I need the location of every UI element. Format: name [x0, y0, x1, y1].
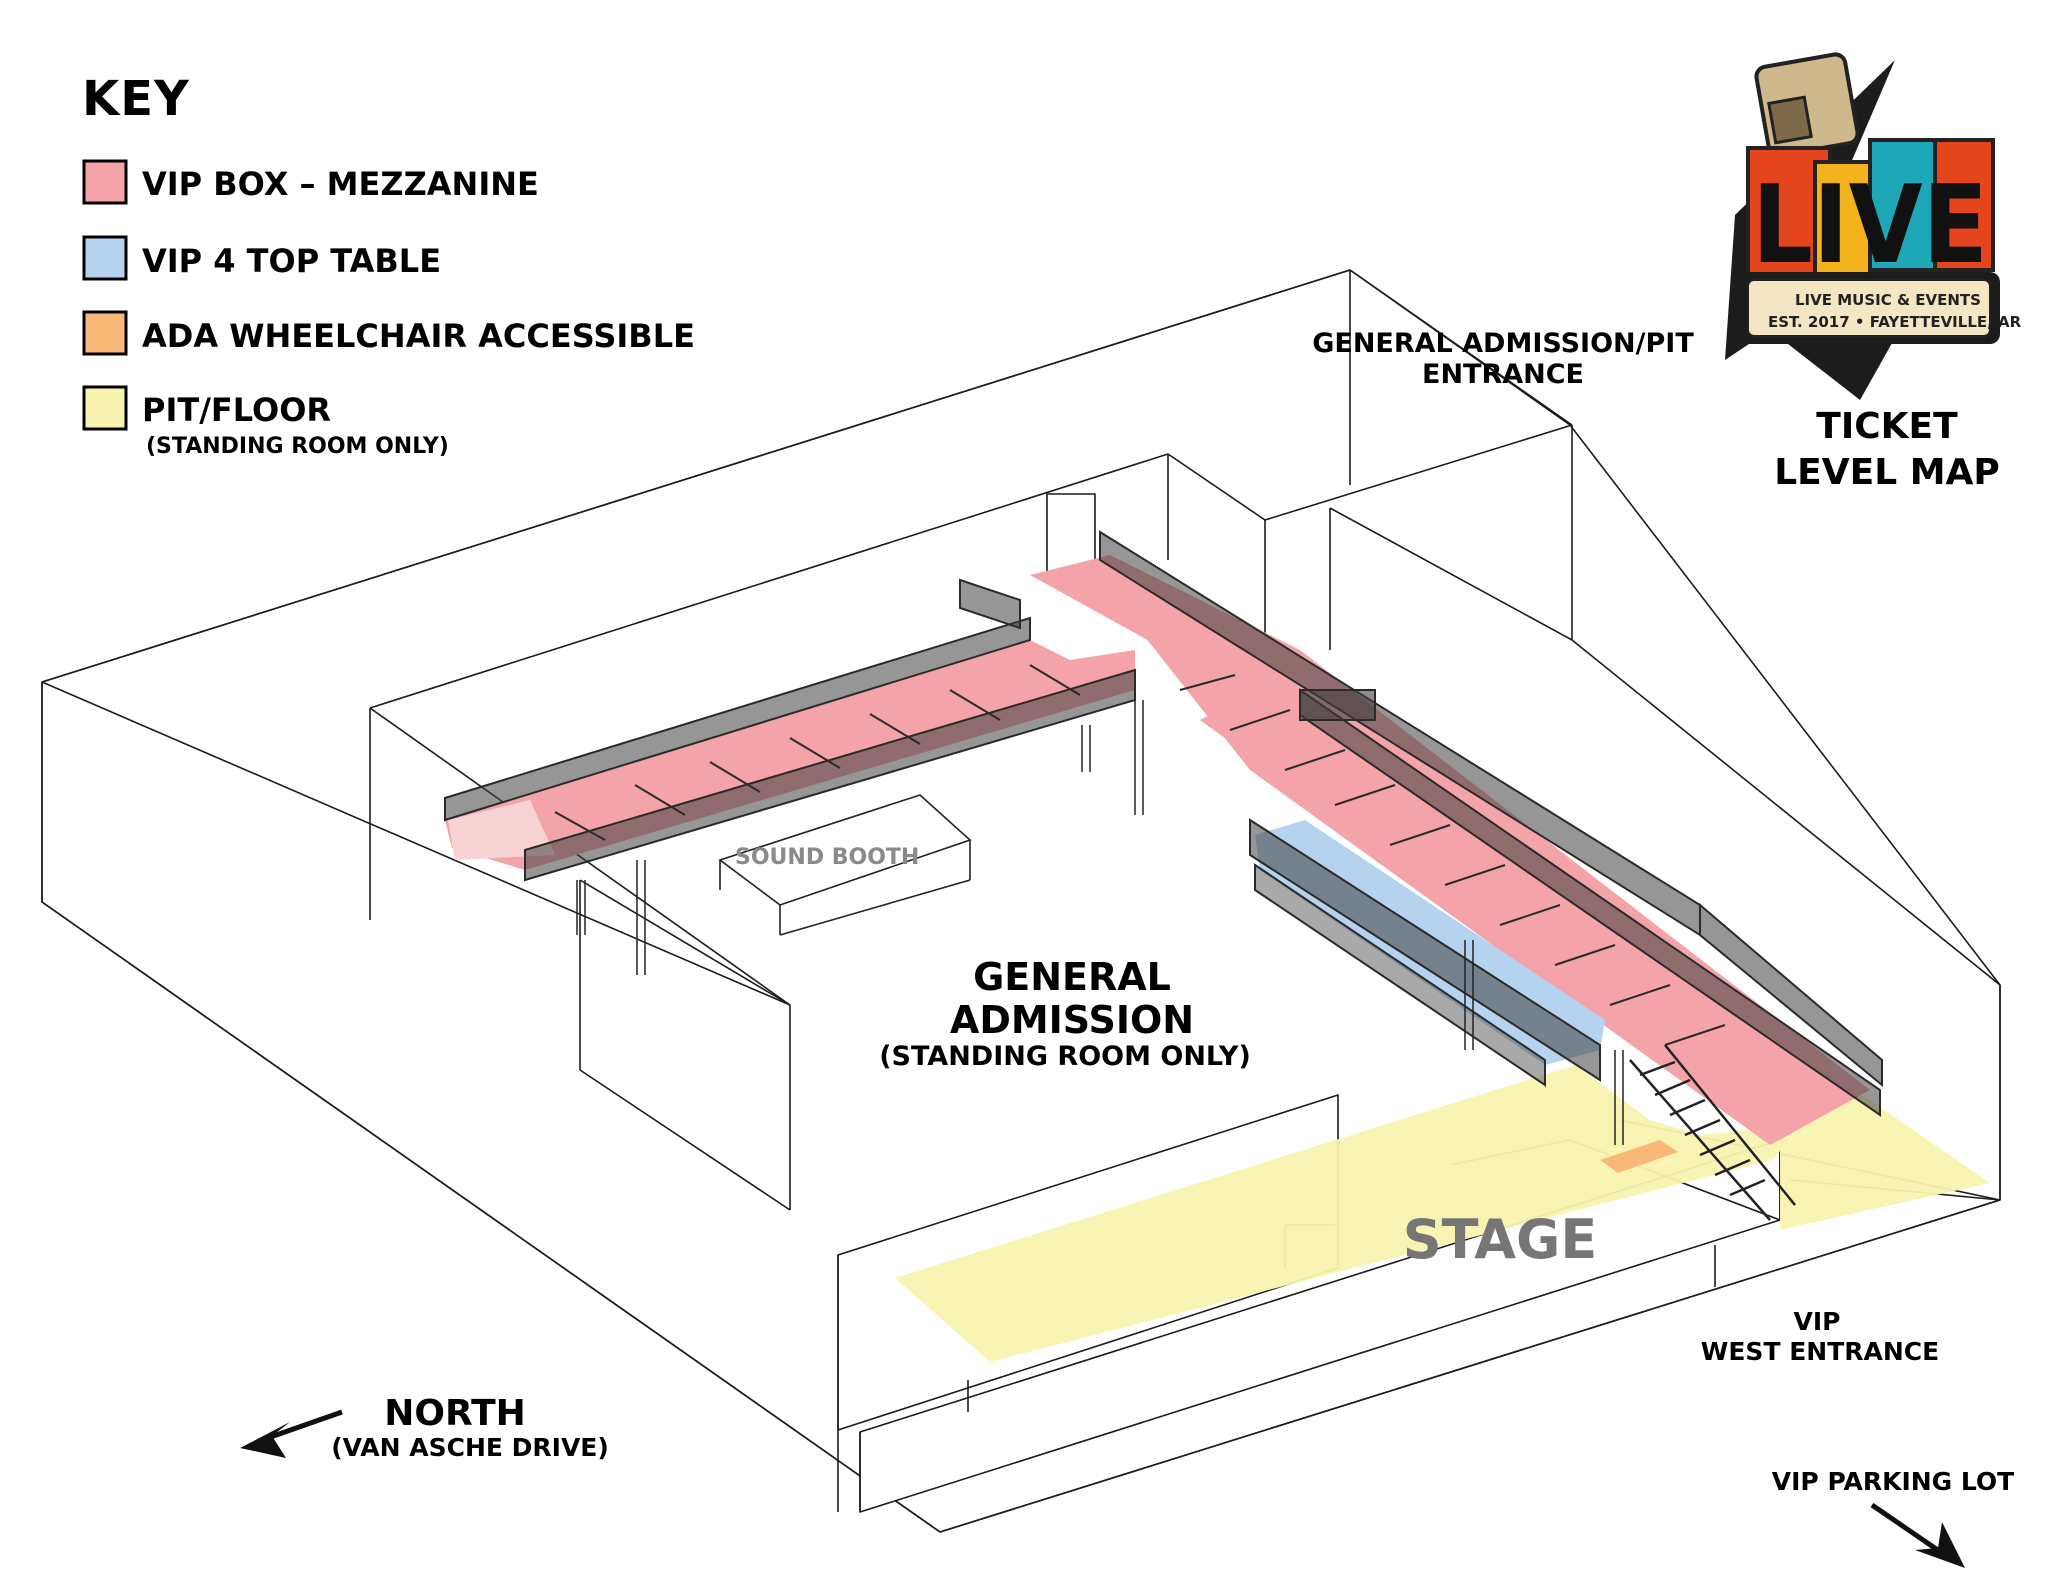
sound-booth-label: SOUND BOOTH	[735, 845, 919, 870]
general-admission-label-line1: GENERAL	[973, 955, 1171, 999]
logo-tile-i	[1813, 160, 1879, 279]
legend-label-ada: ADA WHEELCHAIR ACCESSIBLE	[142, 317, 695, 355]
live-logo: LIVE LIVE MUSIC & EVENTS EST. 2017 • FAY…	[1725, 52, 2022, 400]
legend-label-vip-table: VIP 4 TOP TABLE	[142, 242, 441, 280]
sound-booth	[718, 794, 972, 936]
stage-label: STAGE	[1403, 1208, 1598, 1271]
vip-west-entrance-label-line2: WEST ENTRANCE	[1701, 1337, 1939, 1366]
staircase	[1629, 1044, 1796, 1221]
north-label: NORTH	[384, 1393, 526, 1434]
ga-entrance-label-line2: ENTRANCE	[1422, 359, 1584, 390]
ada-area	[1600, 1140, 1678, 1173]
logo-banner-line1: LIVE MUSIC & EVENTS	[1795, 291, 1981, 309]
legend: KEY VIP BOX – MEZZANINE VIP 4 TOP TABLE …	[82, 71, 695, 459]
support-columns	[576, 700, 1624, 1145]
legend-swatch-ada	[82, 310, 128, 356]
north-sublabel: (VAN ASCHE DRIVE)	[331, 1433, 609, 1462]
legend-sublabel-pit: (STANDING ROOM ONLY)	[146, 434, 449, 459]
general-admission-label-line2: ADMISSION	[950, 998, 1194, 1042]
logo-tile-v	[1868, 138, 1947, 272]
north-arrow-icon	[240, 1409, 343, 1458]
vip-parking-label: VIP PARKING LOT	[1772, 1467, 2014, 1496]
legend-swatch-vip-table	[82, 235, 128, 281]
logo-tile-e	[1933, 138, 1995, 272]
logo-banner-line2: EST. 2017 • FAYETTEVILLE, AR	[1768, 313, 2022, 331]
legend-label-pit: PIT/FLOOR	[142, 391, 331, 429]
general-admission-sublabel: (STANDING ROOM ONLY)	[879, 1041, 1251, 1072]
vip-west-entrance-label-line1: VIP	[1794, 1307, 1841, 1336]
legend-label-vip-box: VIP BOX – MEZZANINE	[142, 165, 539, 203]
legend-swatch-vip-box	[82, 159, 128, 205]
mezzanine-railings	[444, 530, 1883, 1117]
legend-title: KEY	[82, 71, 190, 127]
vip-parking-arrow-icon	[1870, 1502, 1965, 1568]
ga-entrance-label-line1: GENERAL ADMISSION/PIT	[1312, 328, 1694, 359]
logo-word: LIVE	[1752, 163, 1988, 288]
map-title-line2: LEVEL MAP	[1774, 452, 2000, 493]
map-title-line1: TICKET	[1816, 406, 1958, 447]
js-badge-icon	[1754, 52, 1860, 158]
legend-swatch-pit	[82, 385, 128, 431]
